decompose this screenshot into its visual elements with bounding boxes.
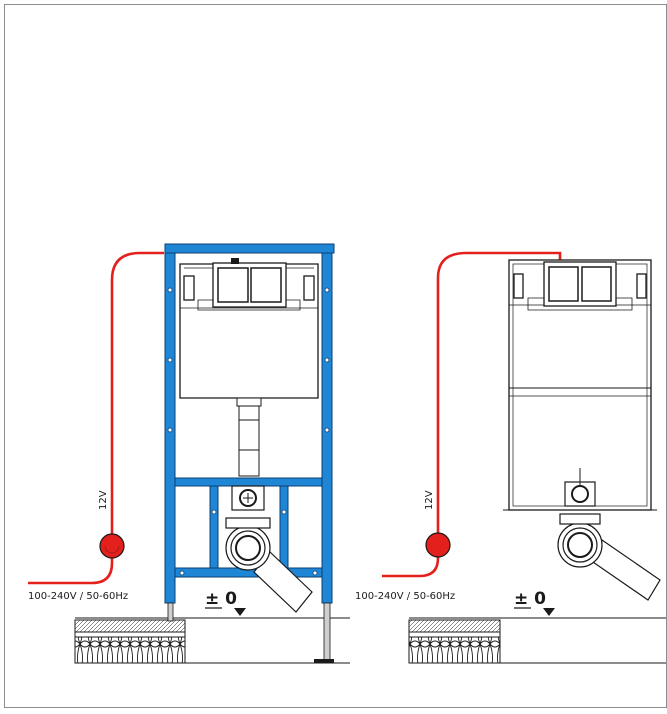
power-cable <box>28 251 164 585</box>
right-unit: 12V 100-240V / 50-60Hz ± 0 <box>355 251 666 664</box>
floor-buildup <box>74 619 186 664</box>
level-label: ± 0 <box>514 589 546 609</box>
power-label: 100-240V / 50-60Hz <box>28 591 128 602</box>
flush-pipe <box>236 397 262 477</box>
drain-bend <box>557 513 661 601</box>
water-connection <box>564 468 596 507</box>
water-connection <box>231 485 265 511</box>
floor-buildup <box>408 619 501 664</box>
power-supply-unit <box>99 533 125 559</box>
frame-leg <box>167 602 174 622</box>
level-marker-icon <box>234 608 246 616</box>
voltage-label: 12V <box>98 490 109 510</box>
level-label: ± 0 <box>205 589 237 609</box>
level-marker-icon <box>543 608 555 616</box>
leg-foot <box>314 659 334 663</box>
power-supply-unit <box>425 532 451 558</box>
frame-leg <box>323 602 331 662</box>
flush-plate <box>543 261 617 307</box>
power-label: 100-240V / 50-60Hz <box>355 591 455 602</box>
flush-plate <box>212 258 287 308</box>
left-unit: 12V 100-240V / 50-60Hz ± 0 <box>28 243 350 664</box>
drain-bend <box>225 517 313 613</box>
power-cable <box>382 251 562 578</box>
voltage-label: 12V <box>424 490 435 510</box>
